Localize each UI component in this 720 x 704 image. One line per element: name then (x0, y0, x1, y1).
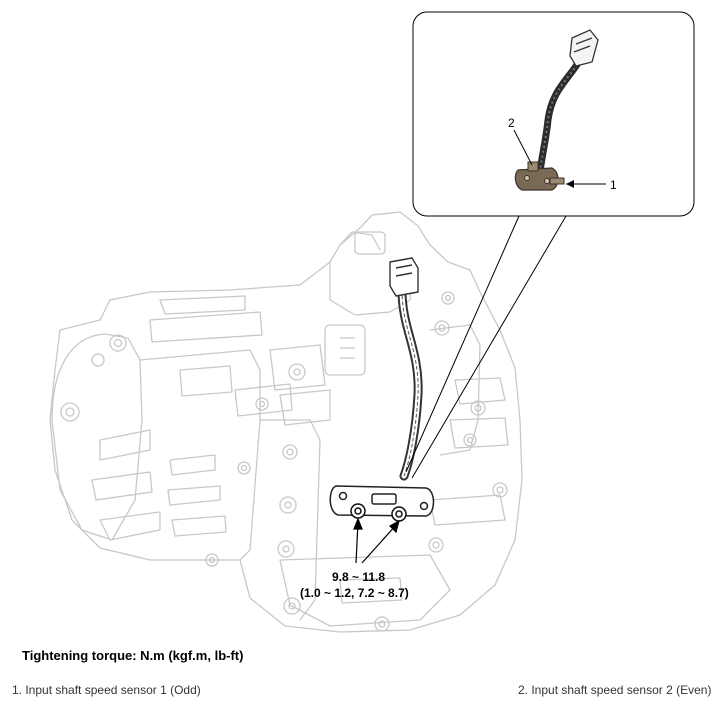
transmission-diagram: 2 1 9.8 ~ 11.8 (1.0 ~ 1.2, 7.2 ~ 8.7) (49, 11, 695, 633)
callout-2: 2 (508, 116, 515, 130)
torque-value: 9.8 ~ 11.8 (332, 570, 385, 584)
legend-item-sensor-2: 2. Input shaft speed sensor 2 (Even) (518, 683, 712, 697)
torque-arrows (353, 517, 400, 564)
sensor-bolt-even (391, 506, 407, 522)
zoom-lines (405, 215, 567, 479)
sensor-connector (389, 257, 419, 297)
detail-inset (412, 11, 695, 217)
inset-sensor (514, 161, 565, 191)
sensor-bolt-odd (350, 503, 366, 519)
inset-connector (569, 29, 599, 67)
torque-caption: Tightening torque: N.m (kgf.m, lb-ft) (22, 648, 244, 663)
sensor-bracket (329, 485, 435, 517)
legend-item-sensor-1: 1. Input shaft speed sensor 1 (Odd) (12, 683, 201, 697)
callout-1: 1 (610, 178, 617, 192)
torque-value-alt-units: (1.0 ~ 1.2, 7.2 ~ 8.7) (300, 586, 409, 600)
sensor-harness (397, 285, 423, 481)
transmission-housing (49, 211, 523, 633)
